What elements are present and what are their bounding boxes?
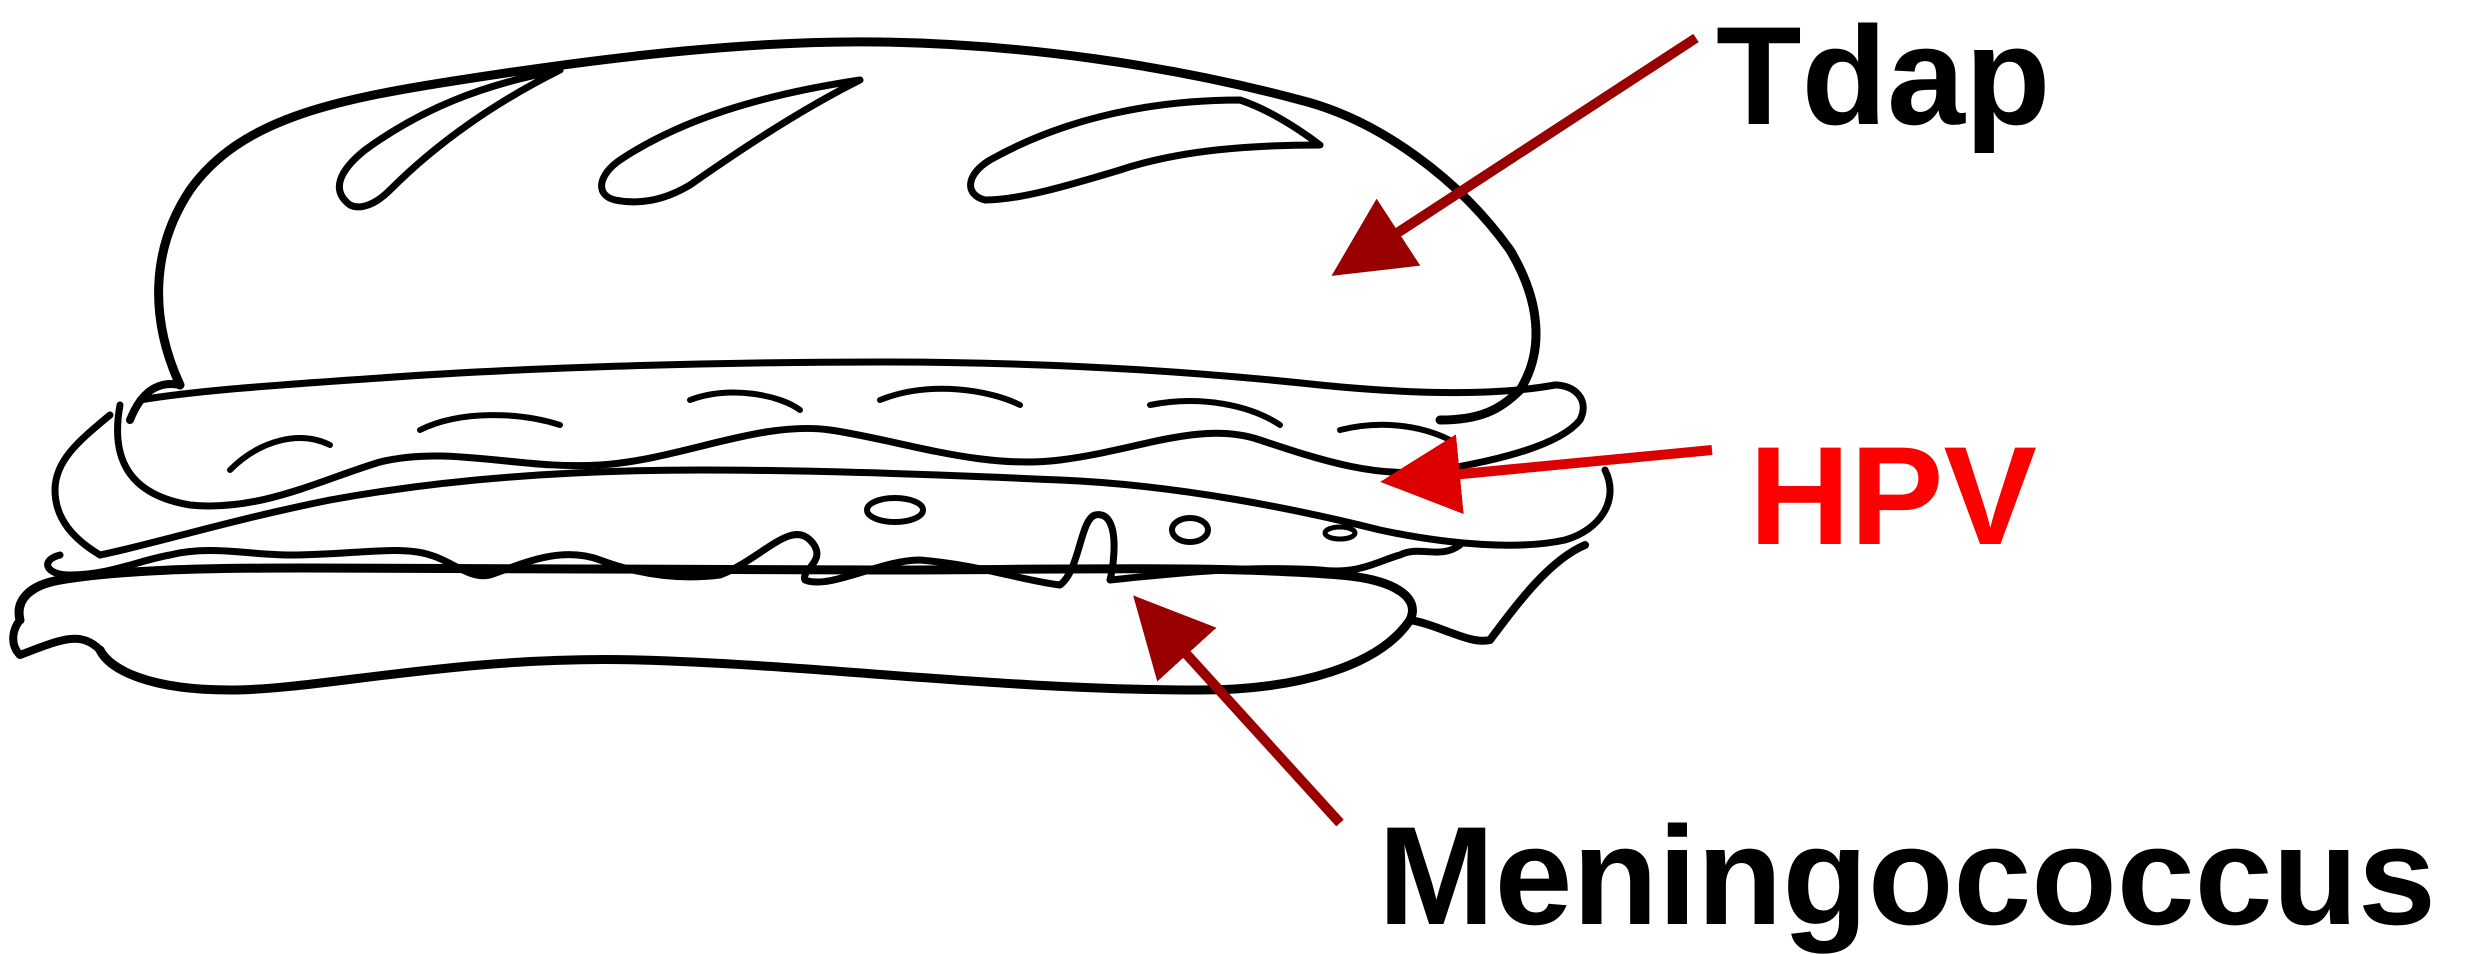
meningococcus-label: Meningococcus — [1378, 806, 2436, 946]
tdap-label: Tdap — [1716, 6, 2050, 146]
olive-1 — [867, 498, 923, 522]
bun-slash-2 — [602, 80, 860, 202]
olive-2 — [1172, 518, 1208, 542]
sandwich-illustration — [13, 42, 1610, 690]
bottom-bun-left-curl — [13, 620, 100, 655]
lettuce-layer — [118, 385, 1584, 506]
bottom-bun-right-lip — [1410, 545, 1585, 641]
tdap-arrow — [1365, 38, 1696, 254]
meningococcus-arrow — [1160, 625, 1340, 823]
olive-3 — [1325, 527, 1355, 539]
hpv-label: HPV — [1749, 426, 2037, 566]
bun-slash-1 — [339, 70, 560, 207]
bun-slash-3 — [971, 100, 1320, 200]
lettuce-ruffle-left — [55, 415, 110, 555]
filling-upper-edge — [140, 362, 1555, 400]
